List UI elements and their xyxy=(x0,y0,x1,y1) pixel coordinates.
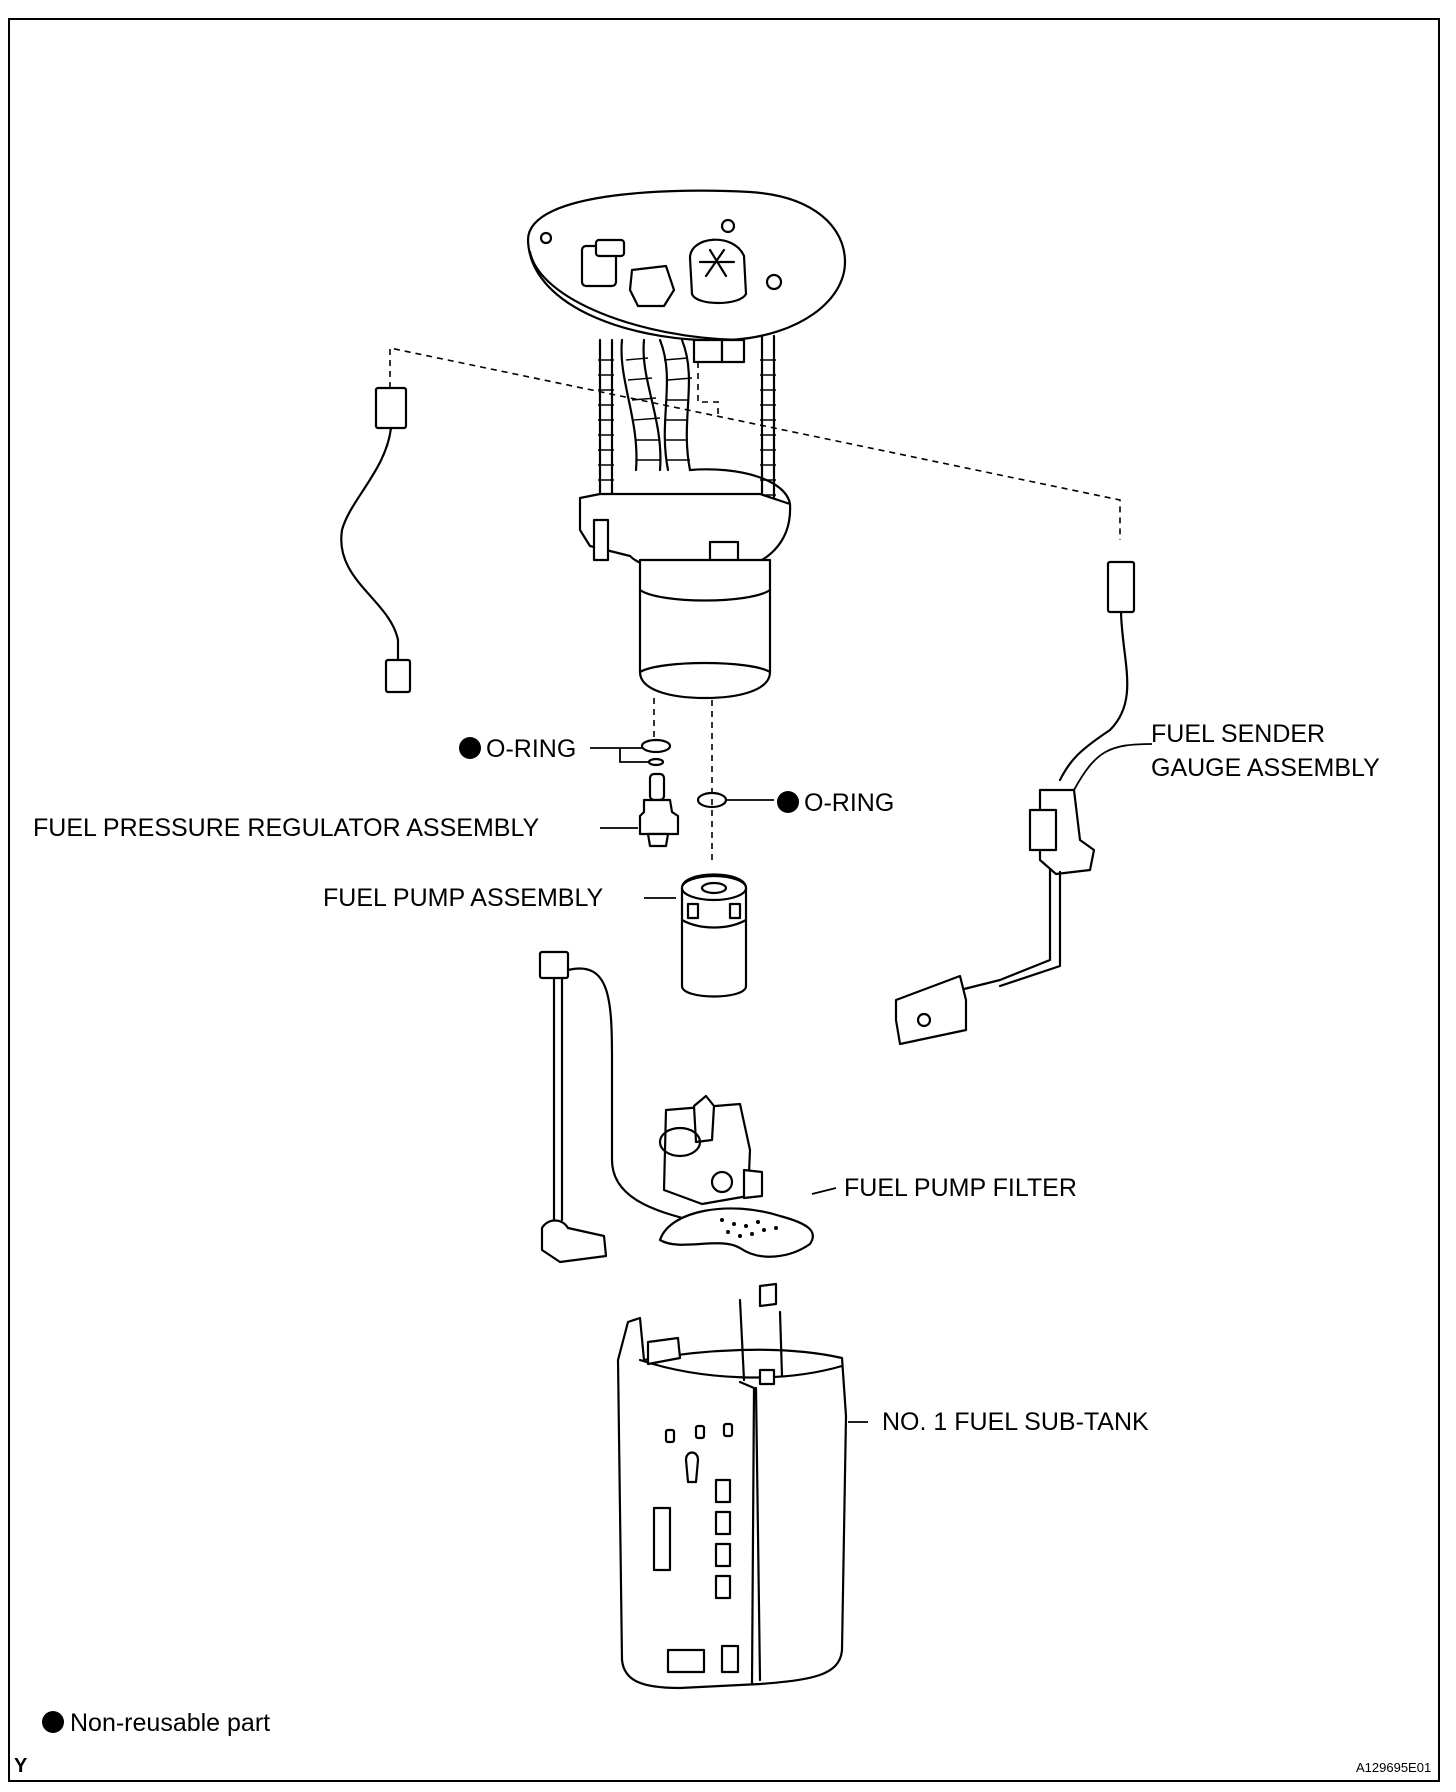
fuel-sender-label-line1: FUEL SENDER xyxy=(1151,720,1325,748)
sub-tank-label: NO. 1 FUEL SUB-TANK xyxy=(882,1408,1149,1436)
fuel-pressure-regulator-part xyxy=(638,772,680,848)
non-reusable-bullet-icon xyxy=(459,737,481,759)
non-reusable-bullet-icon xyxy=(777,791,799,813)
o-ring-right-part xyxy=(696,791,728,809)
diagram-frame xyxy=(8,18,1440,1782)
corner-mark: Y xyxy=(14,1755,28,1777)
fuel-sub-tank-part xyxy=(616,1282,848,1690)
fuel-pressure-regulator-label: FUEL PRESSURE REGULATOR ASSEMBLY xyxy=(33,814,539,842)
fuel-pump-filter-part xyxy=(538,950,814,1264)
fuel-sender-label-line2: GAUGE ASSEMBLY xyxy=(1151,754,1380,782)
legend-bullet-icon xyxy=(42,1711,64,1733)
left-wire-harness xyxy=(340,386,412,694)
fuel-sender-gauge-part xyxy=(894,560,1136,1046)
fuel-pump-assembly-label: FUEL PUMP ASSEMBLY xyxy=(323,884,604,912)
leader-lines xyxy=(590,743,1153,1423)
fuel-pump-bracket-assembly xyxy=(526,189,847,700)
fuel-pump-filter-label: FUEL PUMP FILTER xyxy=(844,1174,1077,1202)
figure-code: A129695E01 xyxy=(1356,1760,1431,1775)
o-ring-upper-part xyxy=(640,738,672,767)
fuel-pump-part xyxy=(680,873,748,998)
o-ring-upper-label: O-RING xyxy=(486,735,576,763)
o-ring-right-label: O-RING xyxy=(804,789,894,817)
legend-text: Non-reusable part xyxy=(70,1709,270,1737)
